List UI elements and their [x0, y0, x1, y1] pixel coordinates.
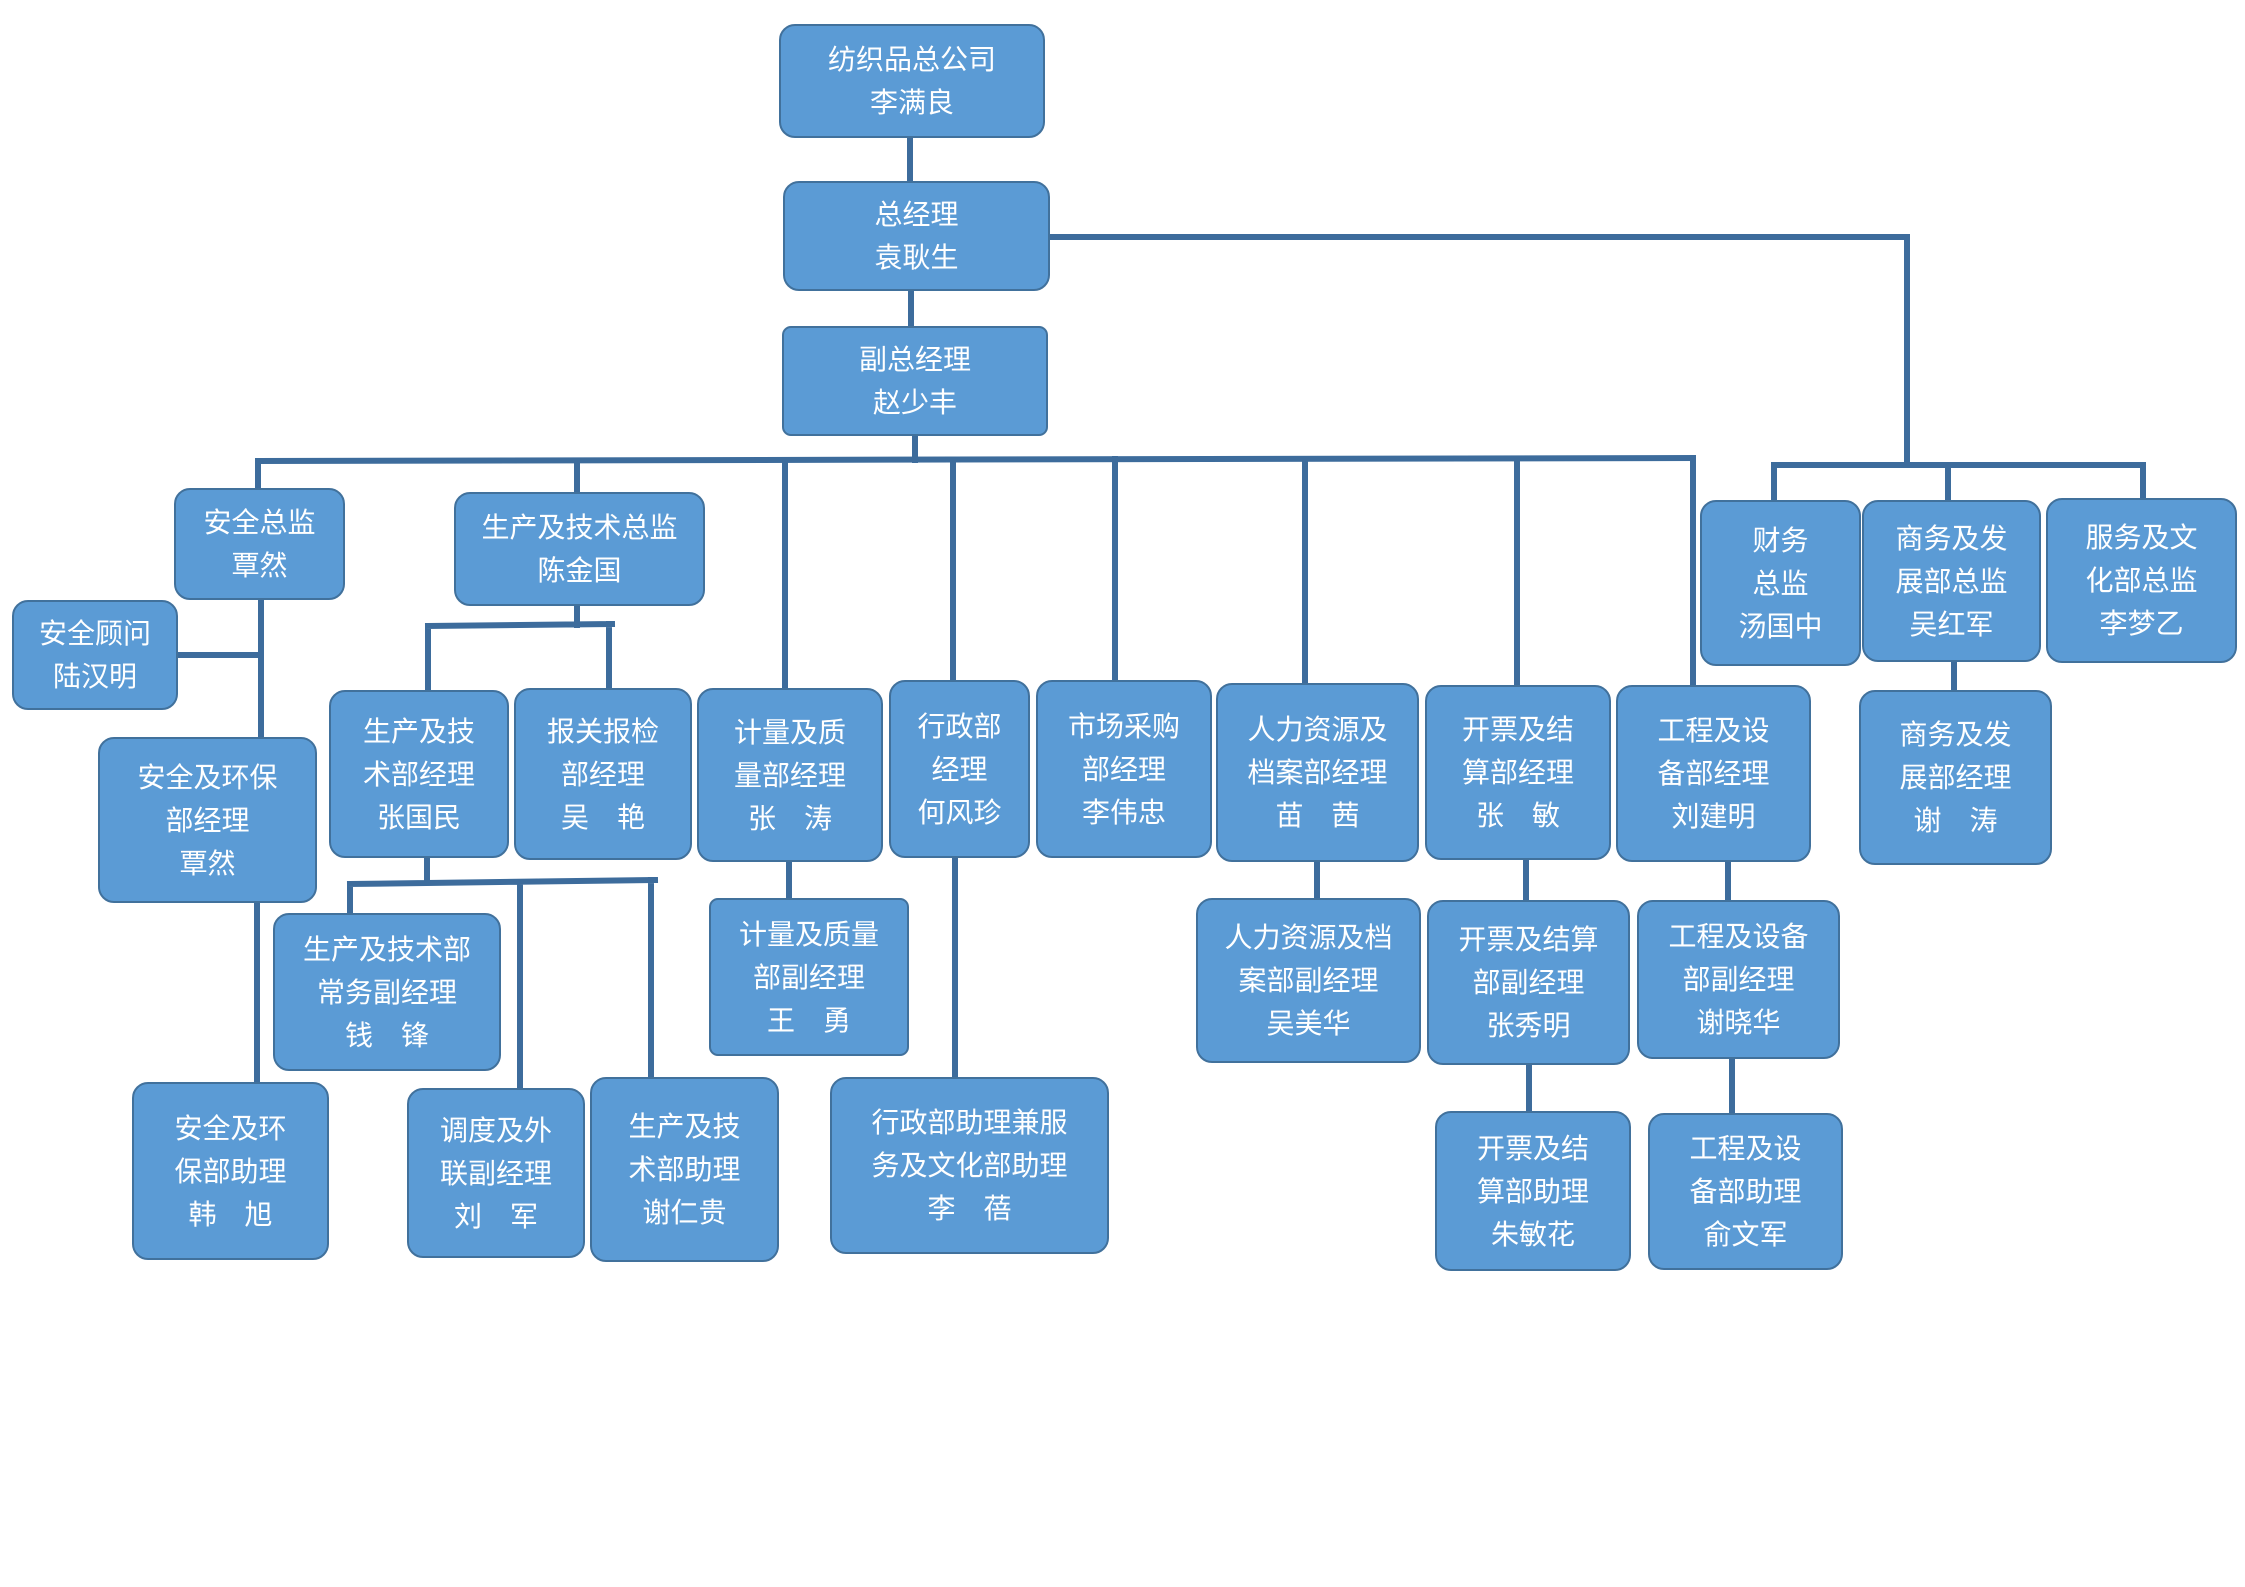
- connector-billing: [1523, 857, 1532, 1114]
- biz-dev-director-node: 商务及发展部总监吴红军: [1862, 500, 2041, 662]
- company-root-node: 纺织品总公司李满良: [779, 24, 1045, 138]
- eng-deputy-node: 工程及设备部副经理谢晓华: [1637, 900, 1840, 1059]
- general-manager-node: 总经理袁耿生: [783, 181, 1050, 291]
- customs-manager-node: 报关报检部经理吴 艳: [514, 688, 692, 860]
- safety-env-assistant-node: 安全及环保部助理韩 旭: [132, 1082, 329, 1260]
- connector-prodtech-manager-bus: [346, 855, 659, 1091]
- prod-tech-director-node: 生产及技术总监陈金国: [454, 492, 705, 606]
- prod-tech-assistant-node: 生产及技术部助理谢仁贵: [590, 1077, 779, 1262]
- vice-general-manager-node: 副总经理赵少丰: [782, 326, 1048, 436]
- qc-deputy-node: 计量及质量部副经理王 勇: [709, 898, 909, 1056]
- billing-assistant-node: 开票及结算部助理朱敏花: [1435, 1111, 1631, 1271]
- dispatch-deputy-node: 调度及外联副经理刘 军: [407, 1088, 585, 1258]
- connector-eng: [1725, 859, 1735, 1116]
- connector-gm-to-right-branch: [1047, 234, 1910, 468]
- hr-manager-node: 人力资源及档案部经理苗 茜: [1216, 683, 1419, 862]
- admin-assistant-node: 行政部助理兼服务及文化部助理李 蓓: [830, 1077, 1109, 1254]
- biz-dev-manager-node: 商务及发展部经理谢 涛: [1859, 690, 2052, 865]
- connector-prodtech-branch: [424, 602, 616, 693]
- prod-tech-manager-node: 生产及技术部经理张国民: [329, 690, 509, 858]
- prod-tech-exec-deputy-node: 生产及技术部常务副经理钱 锋: [273, 913, 501, 1071]
- safety-director-node: 安全总监覃然: [174, 488, 345, 600]
- safety-advisor-node: 安全顾问陆汉明: [12, 600, 178, 710]
- connector-safety-branch: [173, 596, 264, 740]
- finance-director-node: 财务总监汤国中: [1700, 500, 1861, 666]
- eng-manager-node: 工程及设备部经理刘建明: [1616, 685, 1811, 862]
- qc-manager-node: 计量及质量部经理张 涛: [697, 688, 883, 862]
- connector-bus-drops: [255, 455, 1696, 691]
- service-culture-director-node: 服务及文化部总监李梦乙: [2046, 498, 2237, 663]
- admin-manager-node: 行政部经理何风珍: [889, 680, 1030, 858]
- billing-deputy-node: 开票及结算部副经理张秀明: [1427, 900, 1630, 1065]
- billing-manager-node: 开票及结算部经理张 敏: [1425, 685, 1611, 860]
- safety-env-manager-node: 安全及环保部经理覃然: [98, 737, 317, 903]
- eng-assistant-node: 工程及设备部助理俞文军: [1648, 1113, 1843, 1270]
- hr-deputy-node: 人力资源及档案部副经理吴美华: [1196, 898, 1421, 1063]
- purchasing-manager-node: 市场采购部经理李伟忠: [1036, 680, 1212, 858]
- connector-main-bus: [254, 454, 1697, 465]
- connector-right-directors-bus: [1771, 462, 2146, 503]
